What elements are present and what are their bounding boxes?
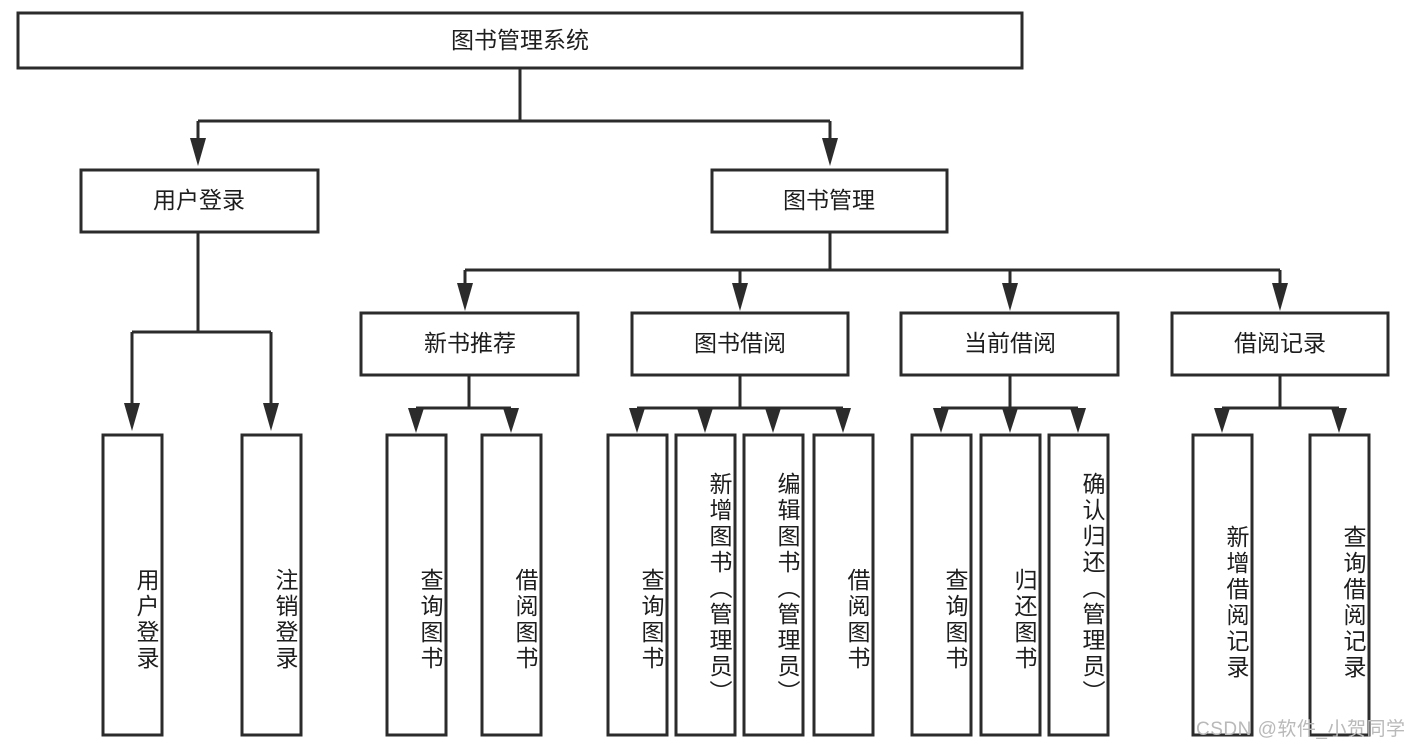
node-book-management-label: 图书管理 xyxy=(783,187,875,213)
node-current-borrow-label: 当前借阅 xyxy=(964,330,1056,356)
node-root-label: 图书管理系统 xyxy=(451,27,589,53)
node-current-borrow[interactable]: 当前借阅 xyxy=(899,311,1120,377)
arrow-leaf-user-login xyxy=(124,403,140,431)
connectors-root-to-level2 xyxy=(190,68,838,166)
node-borrow-record[interactable]: 借阅记录 xyxy=(1170,311,1390,377)
leaf-logout-login-box[interactable] xyxy=(240,433,303,737)
node-book-borrow[interactable]: 图书借阅 xyxy=(630,311,850,377)
arrow-leaf-query-book-3 xyxy=(933,408,949,433)
arrow-leaf-return-book xyxy=(1002,408,1018,433)
leaf-user-login-box[interactable] xyxy=(101,433,164,737)
connectors-book-management-to-level3 xyxy=(457,232,1288,311)
connectors-new-book-recommend-to-leaves xyxy=(408,375,519,433)
leaf-edit-book-box[interactable] xyxy=(742,433,805,737)
leaf-borrow-book-2-box[interactable] xyxy=(812,433,875,737)
arrow-leaf-edit-book xyxy=(765,408,781,433)
arrow-user-login xyxy=(190,138,206,166)
arrow-book-borrow xyxy=(732,283,748,311)
connectors-borrow-record-to-leaves xyxy=(1214,375,1347,433)
arrow-current-borrow xyxy=(1002,283,1018,311)
node-book-management[interactable]: 图书管理 xyxy=(710,168,949,234)
node-borrow-record-box[interactable] xyxy=(1170,311,1390,377)
leaf-add-record-box[interactable] xyxy=(1191,433,1254,737)
leaf-query-book-2-box[interactable] xyxy=(606,433,669,737)
node-user-login-label: 用户登录 xyxy=(153,187,245,213)
leaf-boxes xyxy=(101,433,1371,737)
node-new-book-recommend[interactable]: 新书推荐 xyxy=(359,311,580,377)
arrow-leaf-logout-login xyxy=(263,403,279,431)
node-new-book-recommend-label: 新书推荐 xyxy=(424,330,516,356)
arrow-leaf-borrow-book-1 xyxy=(503,408,519,433)
node-book-borrow-box[interactable] xyxy=(630,311,850,377)
connectors-book-borrow-to-leaves xyxy=(629,375,851,433)
node-current-borrow-box[interactable] xyxy=(899,311,1120,377)
arrow-leaf-query-record xyxy=(1331,408,1347,433)
leaf-query-book-3-box[interactable] xyxy=(910,433,973,737)
leaf-query-book-1-box[interactable] xyxy=(385,433,448,737)
arrow-leaf-add-record xyxy=(1214,408,1230,433)
arrow-leaf-borrow-book-2 xyxy=(835,408,851,433)
connectors-user-login-to-leaves xyxy=(124,232,279,431)
node-new-book-recommend-box[interactable] xyxy=(359,311,580,377)
arrow-leaf-add-book xyxy=(697,408,713,433)
node-user-login-box[interactable] xyxy=(79,168,320,234)
node-root-box[interactable] xyxy=(16,11,1024,70)
arrow-leaf-query-book-1 xyxy=(408,408,424,433)
leaf-borrow-book-1-box[interactable] xyxy=(480,433,543,737)
leaf-add-book-box[interactable] xyxy=(674,433,737,737)
node-book-borrow-label: 图书借阅 xyxy=(694,330,786,356)
leaf-return-book-box[interactable] xyxy=(979,433,1042,737)
node-book-management-box[interactable] xyxy=(710,168,949,234)
node-root[interactable]: 图书管理系统 xyxy=(16,11,1024,70)
arrow-borrow-record xyxy=(1272,283,1288,311)
arrow-new-book-recommend xyxy=(457,283,473,311)
arrow-book-management xyxy=(822,138,838,166)
node-borrow-record-label: 借阅记录 xyxy=(1234,330,1326,356)
arrow-leaf-query-book-2 xyxy=(629,408,645,433)
node-user-login[interactable]: 用户登录 xyxy=(79,168,320,234)
connectors-current-borrow-to-leaves xyxy=(933,375,1086,433)
arrow-leaf-confirm-return xyxy=(1070,408,1086,433)
leaf-confirm-return-box[interactable] xyxy=(1047,433,1110,737)
leaf-query-record-box[interactable] xyxy=(1308,433,1371,737)
